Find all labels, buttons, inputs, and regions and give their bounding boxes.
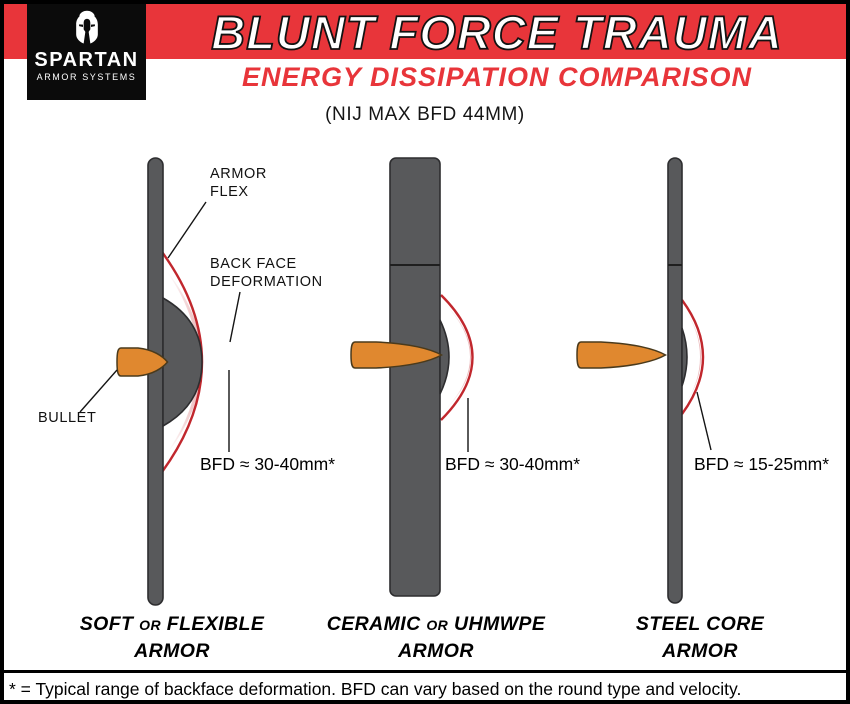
caption-text: STEEL CORE [635, 613, 765, 635]
panel-soft-flexible-armor: ARMOR FLEX BACK FACE DEFORMATION BULLET … [38, 157, 335, 606]
caption-ceramic-uhmwpe-armor: CERAMIC OR UHMWPE ARMOR [316, 611, 556, 664]
caption-line2: ARMOR [398, 640, 474, 662]
bullet-icon-3 [576, 341, 668, 369]
bfd-leader-line-3 [696, 391, 712, 451]
brand-name: SPARTAN [34, 49, 139, 71]
bfd-value-3: BFD ≈ 15-25mm* [694, 454, 829, 474]
soft-armor-bulge [162, 296, 203, 428]
bullet-icon-1 [116, 347, 169, 377]
caption-text: CERAMIC [326, 613, 427, 635]
backface-deformation-gradient-1 [162, 265, 202, 460]
bullet-icon-2 [350, 341, 444, 369]
back-face-label-line1: BACK FACE [210, 256, 297, 272]
caption-text: UHMWPE [448, 613, 546, 635]
caption-or: OR [139, 617, 161, 633]
panel-steel-core-armor: BFD ≈ 15-25mm* [576, 157, 829, 604]
backface-arc-3 [681, 299, 705, 415]
nij-max-bfd-note: (NIJ MAX BFD 44MM) [325, 104, 525, 125]
steel-armor-panel [667, 157, 683, 604]
footer-divider [0, 670, 850, 673]
bfd-value-2: BFD ≈ 30-40mm* [445, 454, 580, 474]
caption-line1: SOFT OR FLEXIBLE [80, 613, 265, 635]
bullet-leader-line [79, 369, 118, 413]
ceramic-armor-bulge [439, 319, 450, 395]
caption-steel-core-armor: STEEL CORE ARMOR [580, 611, 820, 664]
bfd-value-1: BFD ≈ 30-40mm* [200, 454, 335, 474]
backface-arc-2 [440, 294, 474, 421]
panel-ceramic-uhmwpe-armor: BFD ≈ 30-40mm* [350, 157, 580, 597]
back-face-leader-line [229, 291, 241, 343]
caption-line1: STEEL CORE [636, 613, 764, 635]
caption-soft-flexible-armor: SOFT OR FLEXIBLE ARMOR [52, 611, 292, 664]
footnote-text: * = Typical range of backface deformatio… [9, 679, 742, 699]
caption-text: SOFT [79, 613, 140, 635]
spartan-helmet-icon [75, 10, 98, 44]
back-face-label-line2: DEFORMATION [210, 274, 323, 290]
armor-flex-leader-line [167, 201, 207, 259]
caption-or: OR [426, 617, 449, 633]
armor-flex-label-line1: ARMOR [210, 166, 267, 182]
caption-text: FLEXIBLE [160, 613, 265, 635]
bullet-label: BULLET [38, 410, 96, 426]
caption-line2: ARMOR [134, 640, 210, 662]
caption-line2: ARMOR [662, 640, 738, 662]
ceramic-armor-panel [389, 157, 441, 597]
caption-line1: CERAMIC OR UHMWPE [327, 613, 545, 635]
brand-tagline: ARMOR SYSTEMS [36, 72, 137, 82]
armor-flex-label-line2: FLEX [210, 184, 249, 200]
page-subtitle: ENERGY DISSIPATION COMPARISON [241, 62, 753, 92]
backface-deformation-gradient-2 [443, 302, 471, 412]
soft-armor-panel [147, 157, 164, 606]
page-title: BLUNT FORCE TRAUMA [210, 5, 783, 60]
spartan-armor-logo: SPARTAN ARMOR SYSTEMS [27, 0, 146, 100]
energy-dissipation-diagram: ARMOR FLEX BACK FACE DEFORMATION BULLET … [38, 157, 829, 606]
steel-armor-bulge [681, 327, 688, 387]
backface-deformation-gradient-3 [684, 308, 701, 406]
